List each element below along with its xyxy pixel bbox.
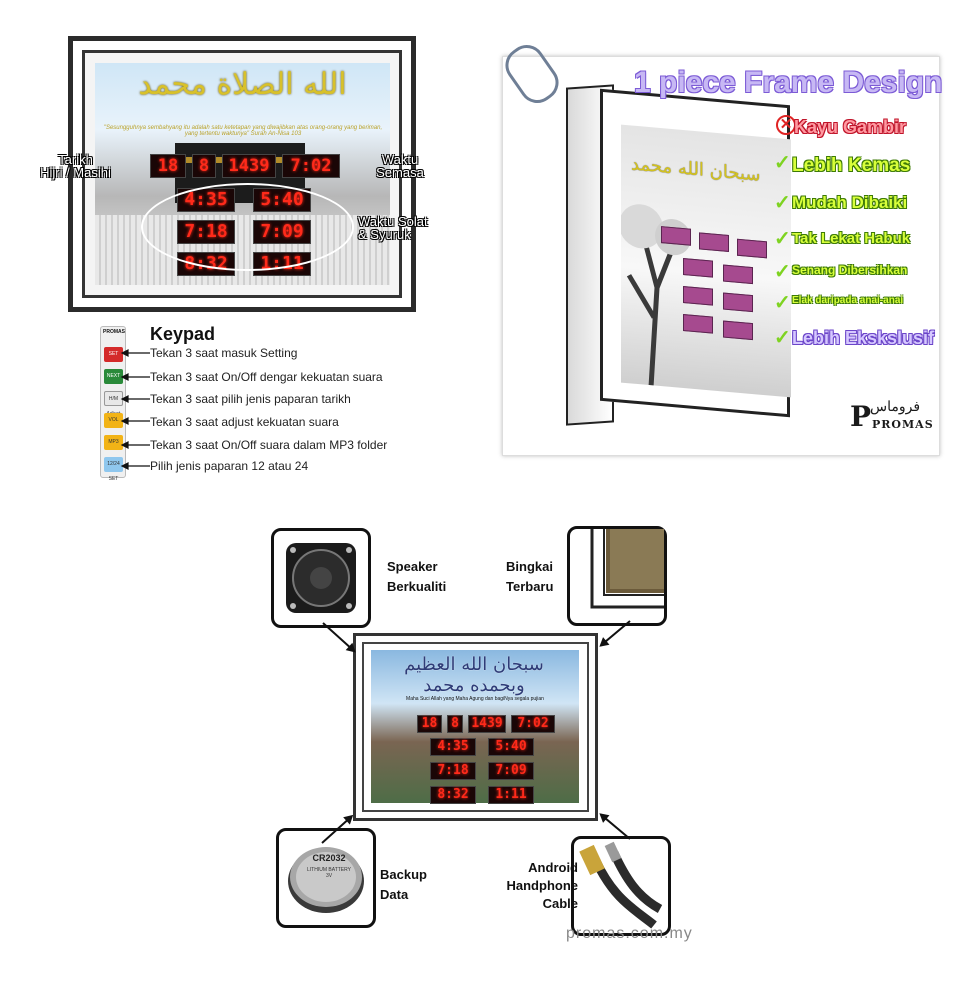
led-month: 8 <box>447 715 463 733</box>
prayer-time: 4:35 <box>430 738 476 756</box>
display-slot <box>699 232 729 253</box>
keypad-instruction: Tekan 3 saat pilih jenis paparan tarikh <box>150 392 351 406</box>
battery-box: CR2032 LITHIUM BATTERY 3V <box>276 828 376 928</box>
led-time: 7:02 <box>282 154 340 178</box>
date-callout: Tarikh Hijri / Masihi <box>40 152 111 180</box>
tree-image <box>621 204 691 388</box>
frame-corner-box <box>567 526 667 626</box>
frame-design-title: 1 piece Frame Design <box>634 66 943 99</box>
time-callout: Waktu Semasa <box>376 152 424 180</box>
frame-label: Bingkai Terbaru <box>506 559 554 594</box>
battery-icon <box>288 847 364 913</box>
frame-artwork: سبحان الله محمد <box>621 124 791 398</box>
date-display-accessories: 18 8 1439 7:02 <box>417 715 555 733</box>
volume-key[interactable]: VOL <box>104 413 123 428</box>
backup-label: Backup Data <box>380 867 427 902</box>
display-slot <box>723 320 753 341</box>
frame-corner-icon <box>590 529 664 609</box>
led-day: 18 <box>150 154 186 178</box>
brand-arabic: فروماس <box>870 398 921 414</box>
led-day: 18 <box>417 715 442 733</box>
feature-item: Elak daripada anai-anai <box>792 295 904 306</box>
led-month: 8 <box>192 154 216 178</box>
speaker-box <box>271 528 371 628</box>
set-key[interactable]: SET <box>104 347 123 362</box>
feature-item: Mudah Dibaiki <box>792 193 908 212</box>
battery-model: CR2032 <box>312 853 346 863</box>
led-year: 1439 <box>468 715 506 733</box>
keypad-pointer-arrows <box>120 349 150 470</box>
display-slot <box>737 238 767 259</box>
check-icon: ✓ <box>774 327 791 349</box>
mp3-key[interactable]: MP3 <box>104 435 123 450</box>
led-year: 1439 <box>222 154 276 178</box>
display-slot <box>683 285 713 306</box>
display-slot <box>683 257 713 278</box>
prayer-times-accessories: 4:35 5:40 7:18 7:09 8:32 1:11 <box>430 738 542 804</box>
keypad-instruction: Tekan 3 saat On/Off dengar kekuatan suar… <box>150 370 383 384</box>
display-slot <box>723 264 753 285</box>
prayer-time: 1:11 <box>488 786 534 804</box>
prayer-time: 7:18 <box>430 762 476 780</box>
cross-icon: ✕ <box>776 115 796 135</box>
next-key[interactable]: NEXT <box>104 369 123 384</box>
cable-label: Android Handphone Cable <box>506 860 579 911</box>
keypad-instruction: Tekan 3 saat adjust kekuatan suara <box>150 415 339 429</box>
feature-item: Tak Lekat Habuk <box>792 230 911 247</box>
clock-calligraphy: سبحان الله العظيم وبحمده محمد <box>404 654 544 696</box>
hour-format-key[interactable]: 12/24 SET <box>104 457 123 482</box>
prayer-time: 7:09 <box>488 762 534 780</box>
cable-box <box>571 836 671 936</box>
prayer-time: 5:40 <box>488 738 534 756</box>
rejected-material: Kayu Gambir <box>794 117 907 137</box>
check-icon: ✓ <box>774 261 791 283</box>
clock-verse: "Sesungguhnya sembahyang itu adalah satu… <box>103 125 383 137</box>
feature-item: Senang Dibersihkan <box>792 263 908 277</box>
speaker-label: Speaker Berkualiti <box>387 559 447 594</box>
display-slot <box>683 313 713 334</box>
date-display: 18 8 1439 7:02 <box>150 154 340 178</box>
display-slot <box>661 226 691 246</box>
keypad-brand: PROMAS <box>103 329 125 335</box>
brand-logo-text: PROMAS <box>872 418 934 431</box>
check-icon: ✓ <box>774 192 791 214</box>
led-time: 7:02 <box>511 715 555 733</box>
check-icon: ✓ <box>774 152 791 174</box>
check-icon: ✓ <box>774 292 791 314</box>
battery-type: LITHIUM BATTERY 3V <box>307 867 351 879</box>
feature-item: Lebih Ekskslusif <box>792 328 935 348</box>
prayer-callout: Waktu Solat & Syuruk <box>358 214 428 242</box>
keypad-instruction: Tekan 3 saat On/Off suara dalam MP3 fold… <box>150 438 388 452</box>
prayer-time: 8:32 <box>430 786 476 804</box>
clock-calligraphy: الله الصلاة محمد <box>138 67 347 102</box>
feature-item: Lebih Kemas <box>792 155 911 176</box>
keypad-instruction: Tekan 3 saat masuk Setting <box>150 346 298 360</box>
prayer-highlight-oval <box>141 183 354 271</box>
brand-logo-letter: P <box>850 400 872 433</box>
speaker-icon <box>286 543 356 613</box>
clock-caption: Maha Suci Allah yang Maha Agung dan bagi… <box>406 696 544 702</box>
usb-cable-icon <box>579 841 663 929</box>
keypad-instruction: Pilih jenis paparan 12 atau 24 <box>150 459 309 473</box>
check-icon: ✓ <box>774 228 791 250</box>
keypad-title: Keypad <box>150 324 216 344</box>
display-slot <box>723 292 753 313</box>
keypad-strip: PROMAS SET NEXT H/M Adjust VOL MP3 12/24… <box>100 326 126 482</box>
website-url: promas.com.my <box>566 925 693 942</box>
